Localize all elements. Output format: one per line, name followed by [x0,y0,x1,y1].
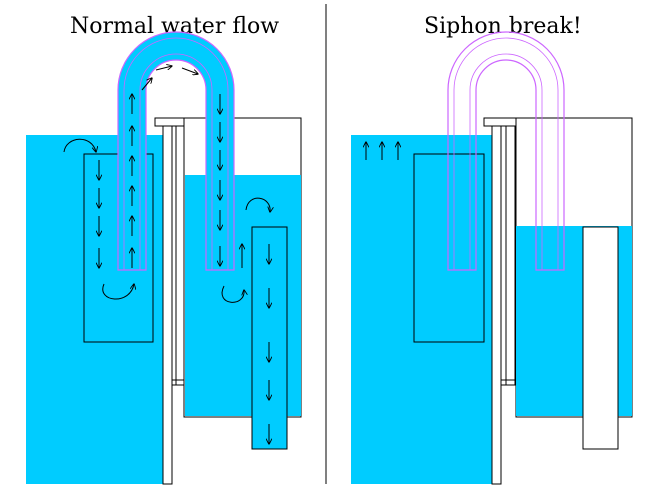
overflow-inner-wall [175,117,185,386]
flow-arrows-tube-top [141,66,198,91]
panel-title-siphon-break: Siphon break! [424,14,582,39]
intake-box-broken [413,153,485,343]
siphon-tube-inner-outline [123,37,229,270]
siphon-tube-inner-outline-broken [453,37,559,270]
flow-arrows-curved [63,138,270,303]
tank-wall [162,125,173,485]
panel-siphon-break [351,31,633,485]
drain-pipe-broken [582,226,619,450]
tank-wall-broken [491,125,502,485]
rising-water-arrows [366,142,398,160]
wall-bracket-top [154,117,185,127]
overflow-inner-wall-broken [505,117,516,386]
siphon-tube-outline-broken [447,31,565,271]
panel-normal-flow [26,31,302,485]
main-tank-water-broken [351,135,492,484]
siphon-tube-outline [117,31,235,271]
wall-bracket-top-broken [483,117,517,127]
